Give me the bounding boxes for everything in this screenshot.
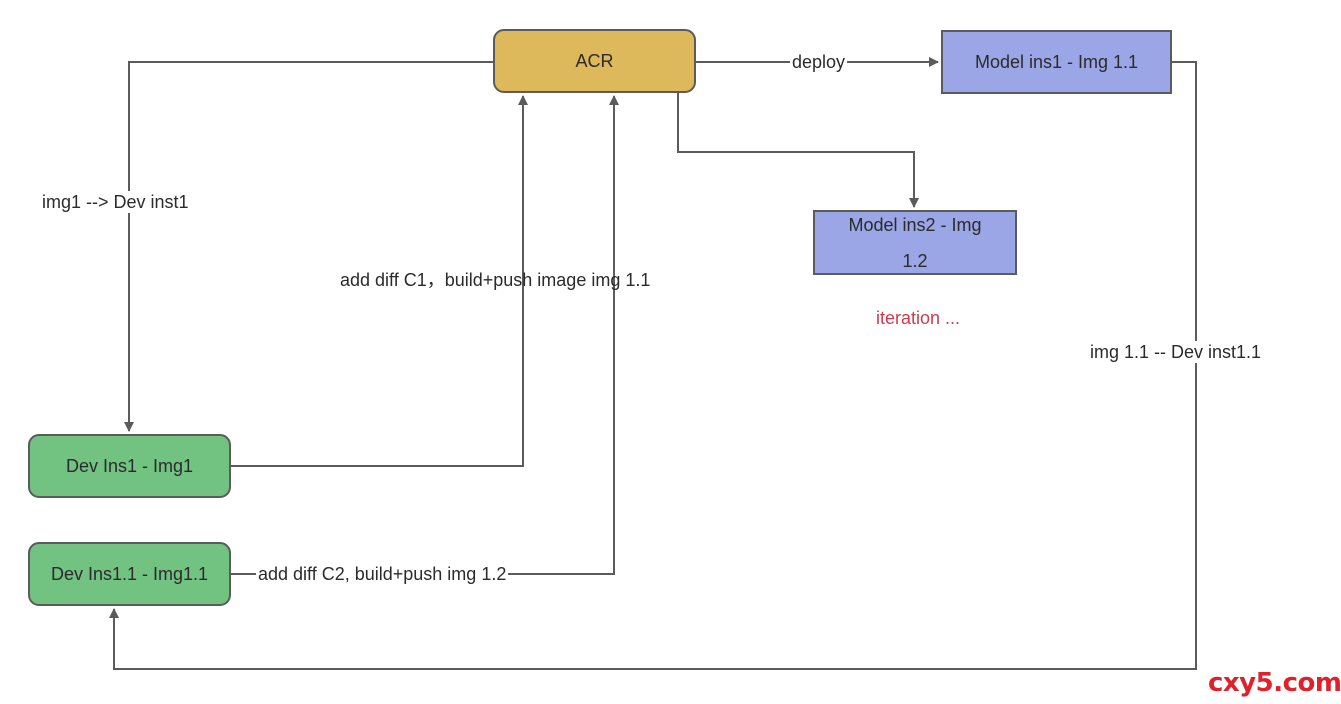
dev-ins1-node-label: Dev Ins1 - Img1	[65, 456, 194, 476]
edge-label-deploy: deploy	[790, 51, 848, 73]
model-ins1-node-label: Model ins1 - Img 1.1	[974, 52, 1139, 72]
dev-ins1-1-node-label: Dev Ins1.1 - Img1.1	[50, 564, 209, 584]
dev-ins1-node[interactable]: Dev Ins1 - Img1	[28, 434, 231, 498]
model-ins2-node-label-line2: 1.2	[902, 250, 928, 271]
edge-label-img1-dev-inst1: img1 --> Dev inst1	[40, 191, 191, 213]
edge-label-diff-c2: add diff C2, build+push img 1.2	[256, 563, 509, 585]
edge-label-diff-c1: add diff C1，build+push image img 1.1	[340, 270, 651, 290]
edge-label-img11-dev-inst1-1: img 1.1 -- Dev inst1.1	[1088, 341, 1264, 363]
iteration-annotation: iteration ...	[876, 308, 961, 328]
dev-ins1-1-node[interactable]: Dev Ins1.1 - Img1.1	[28, 542, 231, 606]
edge-dev-ins1-1-to-acr	[231, 95, 619, 575]
watermark-logo: cxy5.com	[1208, 668, 1341, 698]
acr-node[interactable]: ACR	[493, 29, 696, 93]
model-ins2-node[interactable]: Model ins2 - Img 1.2	[813, 210, 1017, 275]
edge-dev-ins1-to-acr	[231, 95, 528, 467]
edge-acr-to-dev-ins1	[124, 61, 493, 432]
edge-model-ins1-to-dev-ins1-1	[109, 61, 1197, 670]
edge-acr-to-model-ins2	[677, 93, 919, 208]
acr-node-label: ACR	[575, 51, 614, 71]
model-ins2-node-label-line1: Model ins2 - Img	[848, 214, 982, 235]
model-ins1-node[interactable]: Model ins1 - Img 1.1	[941, 30, 1172, 94]
